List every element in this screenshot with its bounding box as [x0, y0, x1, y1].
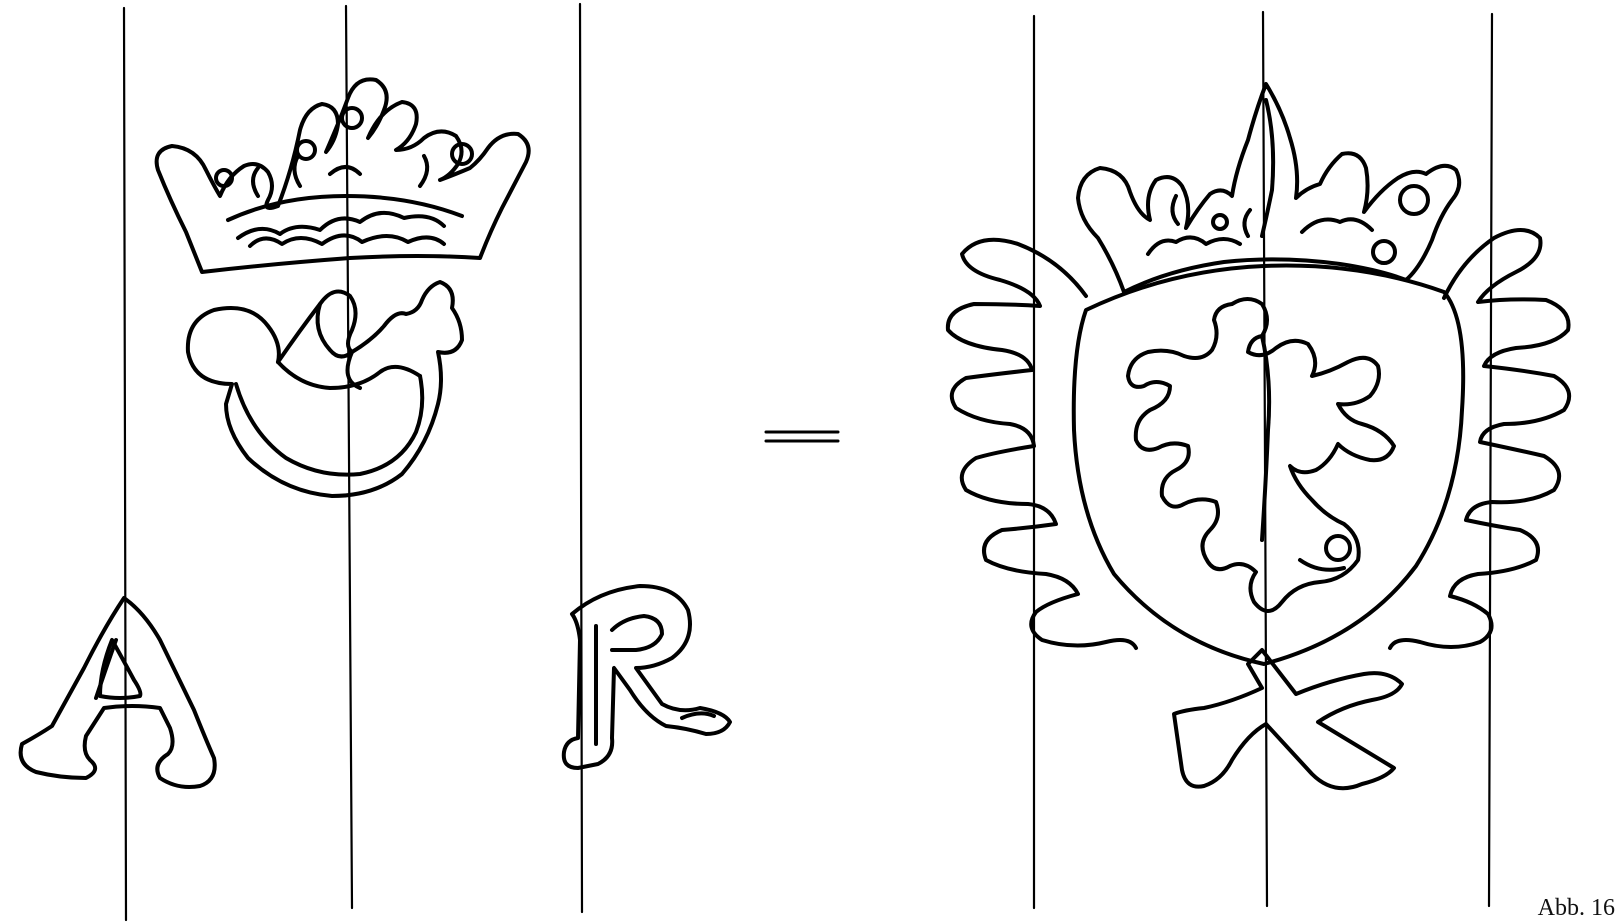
- figure-caption: Abb. 16: [1538, 895, 1615, 922]
- right-eagle-wings: [948, 230, 1569, 648]
- chain-line: [1489, 14, 1492, 906]
- right-crossed-sceptres: [1174, 650, 1402, 788]
- chain-line: [124, 8, 126, 920]
- equals-sign-drawing: [766, 432, 838, 441]
- left-posthorn: [188, 282, 462, 496]
- right-eagle-figure: [1128, 299, 1394, 611]
- left-crown: [157, 79, 529, 272]
- chain-line: [346, 6, 352, 908]
- chain-line: [580, 4, 582, 912]
- letter-r-drawing: [564, 586, 730, 768]
- letter-a-drawing: [21, 598, 215, 787]
- right-crown: [1078, 84, 1459, 292]
